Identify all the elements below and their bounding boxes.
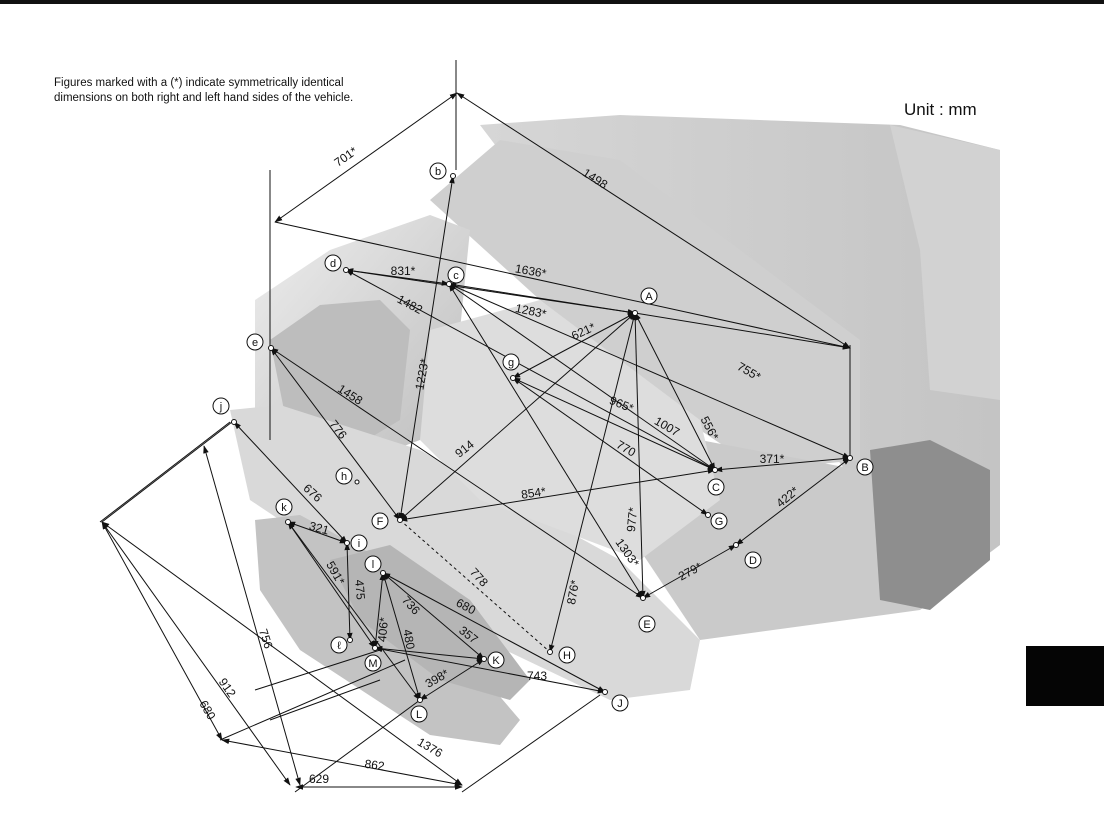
svg-text:G: G	[715, 516, 724, 528]
svg-text:e: e	[252, 337, 258, 349]
right-rocker-dark	[870, 440, 990, 610]
symmetry-note-line-1: Figures marked with a (*) indicate symme…	[54, 77, 344, 89]
point-K: K	[487, 651, 505, 669]
point-g: g	[502, 353, 520, 371]
dim-701: 701*	[332, 144, 361, 170]
point-B: B	[856, 458, 874, 476]
measurement-point-dots	[231, 173, 853, 703]
point-J: J	[611, 694, 629, 712]
point-d: d	[324, 254, 342, 272]
dim-371: 371*	[760, 452, 785, 466]
dim-854: 854*	[520, 484, 547, 501]
svg-text:E: E	[643, 619, 650, 631]
svg-text:A: A	[645, 291, 653, 303]
dim-876: 876*	[564, 579, 582, 606]
dim-629: 629	[309, 772, 329, 786]
point-M: M	[364, 654, 382, 672]
dim-831: 831*	[391, 264, 416, 278]
point-labels: b d c A e g j B h C k F G i D l E ℓ M K …	[212, 162, 874, 723]
svg-text:K: K	[492, 655, 500, 667]
point-A: A	[640, 287, 658, 305]
dim-406: 406*	[375, 616, 391, 642]
svg-text:g: g	[508, 357, 514, 369]
svg-text:b: b	[435, 166, 441, 178]
svg-text:ℓ: ℓ	[337, 640, 341, 652]
dim-912: 912	[216, 675, 239, 700]
point-i: i	[350, 534, 368, 552]
svg-text:D: D	[749, 555, 757, 567]
svg-text:h: h	[341, 471, 347, 483]
svg-text:k: k	[281, 502, 287, 514]
dim-1636: 1636*	[514, 261, 548, 280]
dimension-lines	[101, 92, 851, 790]
point-F: F	[371, 512, 389, 530]
svg-text:c: c	[453, 270, 459, 282]
dim-680b: 680	[196, 698, 218, 723]
svg-text:H: H	[563, 650, 571, 662]
point-H: H	[558, 646, 576, 664]
cabin-roof-pillar	[890, 125, 1000, 400]
section-tab	[1026, 646, 1104, 706]
dim-756: 756	[256, 627, 276, 651]
point-E: E	[638, 615, 656, 633]
point-b: b	[429, 162, 447, 180]
point-k: k	[275, 498, 293, 516]
svg-text:F: F	[377, 516, 384, 528]
point-l-upper: l	[364, 555, 382, 573]
point-G: G	[710, 512, 728, 530]
dim-1376: 1376	[415, 735, 445, 761]
svg-text:B: B	[861, 462, 868, 474]
svg-text:C: C	[712, 482, 720, 494]
svg-text:i: i	[358, 538, 360, 550]
dim-1283: 1283*	[514, 301, 548, 321]
point-L: L	[410, 705, 428, 723]
dim-475: 475	[352, 579, 368, 600]
point-e: e	[246, 333, 264, 351]
svg-text:d: d	[330, 258, 336, 270]
point-l-script: ℓ	[330, 636, 348, 654]
point-D: D	[744, 551, 762, 569]
svg-text:M: M	[368, 658, 377, 670]
dim-862: 862	[364, 757, 386, 774]
svg-text:l: l	[372, 559, 374, 571]
dim-743: 743	[527, 669, 547, 683]
dim-321: 321	[308, 519, 331, 538]
svg-text:j: j	[219, 401, 222, 413]
header-rule	[0, 0, 1104, 4]
point-j: j	[212, 397, 230, 415]
point-c: c	[447, 266, 465, 284]
unit-label: Unit : mm	[904, 100, 977, 119]
dim-977: 977*	[624, 506, 640, 532]
point-C: C	[707, 478, 725, 496]
svg-text:J: J	[617, 698, 623, 710]
point-h: h	[335, 467, 353, 485]
svg-text:L: L	[416, 709, 422, 721]
dim-1223: 1223*	[412, 357, 431, 391]
dim-480: 480	[400, 628, 417, 650]
